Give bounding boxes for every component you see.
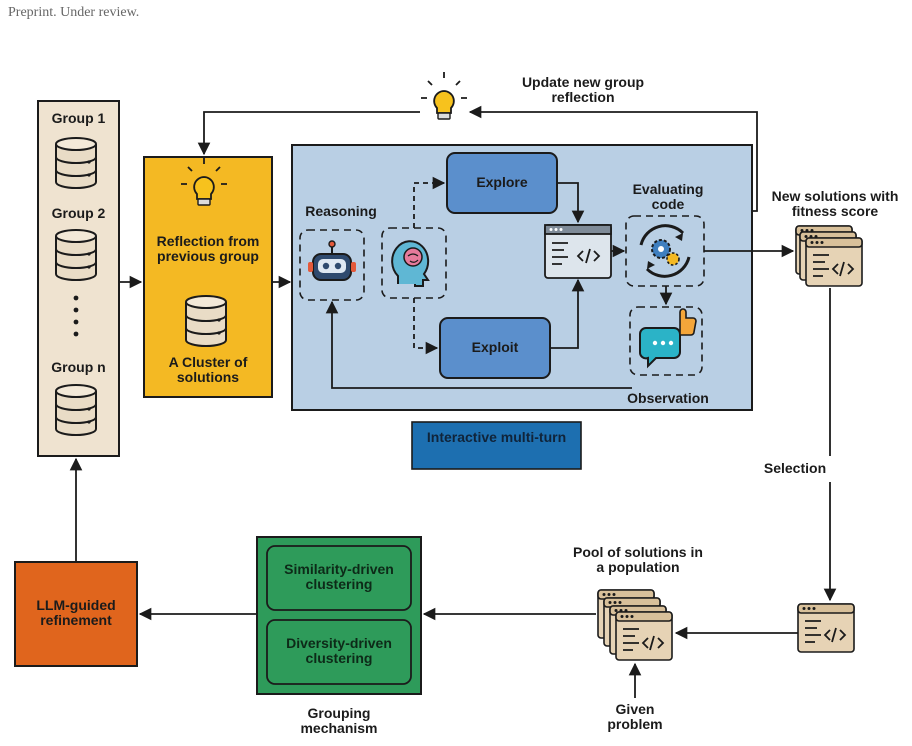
vertical-dots — [73, 295, 79, 337]
code-window-icon — [544, 224, 612, 279]
new-solutions-label: New solutions with fitness score — [771, 188, 899, 220]
interactive-caption: Interactive multi-turn — [426, 429, 567, 445]
new-solutions-docs-icon — [795, 225, 863, 287]
observation-label: Observation — [627, 390, 709, 406]
robot-icon — [308, 240, 356, 281]
reflection-title: Reflection from previous group — [156, 233, 260, 265]
to-exploit-arrow — [413, 298, 439, 355]
group-n-database-icon — [55, 384, 97, 436]
update-reflection-label: Update new group reflection — [521, 74, 645, 106]
robot-frame — [299, 229, 365, 301]
similarity-clustering-node — [266, 545, 412, 611]
update-reflection-arrow — [468, 105, 758, 212]
refinement-label: LLM-guided refinement — [36, 597, 116, 629]
exploit-label: Exploit — [471, 339, 519, 355]
reasoning-label: Reasoning — [305, 203, 377, 219]
group-1-database-icon — [55, 137, 97, 189]
cluster-database-icon — [185, 295, 227, 347]
exploit-to-code-arrow — [550, 278, 585, 349]
grouping-mechanism-label: Grouping mechanism — [300, 705, 378, 737]
refinement-box — [14, 561, 138, 667]
feedback-chat-icon — [639, 308, 697, 369]
cluster-label: A Cluster of solutions — [168, 354, 248, 386]
feedback-frame — [629, 306, 703, 376]
group-n-label: Group n — [51, 359, 106, 375]
explore-label: Explore — [476, 174, 528, 190]
interactive-caption-box — [411, 421, 582, 470]
brain-head-icon — [391, 240, 430, 287]
preprint-header: Preprint. Under review. — [8, 5, 140, 20]
group-2-database-icon — [55, 229, 97, 281]
diversity-clustering-label: Diversity-driven clustering — [286, 635, 392, 667]
group-2-label: Group 2 — [51, 205, 106, 221]
evaluating-code-label: Evaluating code — [632, 181, 704, 213]
pool-docs-icon — [597, 589, 673, 661]
group-1-label: Group 1 — [51, 110, 106, 126]
selected-solution-doc-icon — [797, 603, 855, 653]
given-problem-label: Given problem — [607, 701, 663, 733]
selection-label: Selection — [763, 460, 827, 476]
diversity-clustering-node — [266, 619, 412, 685]
observation-feedback-arrow — [325, 300, 632, 389]
bulb-to-reflection-arrow — [197, 111, 420, 156]
explore-to-code-arrow — [557, 182, 585, 224]
to-explore-arrow — [413, 176, 446, 228]
pool-label: Pool of solutions in a population — [573, 544, 703, 576]
gear-evaluation-icon — [639, 224, 691, 278]
update-lightbulb-icon — [420, 71, 468, 120]
similarity-clustering-label: Similarity-driven clustering — [284, 561, 394, 593]
